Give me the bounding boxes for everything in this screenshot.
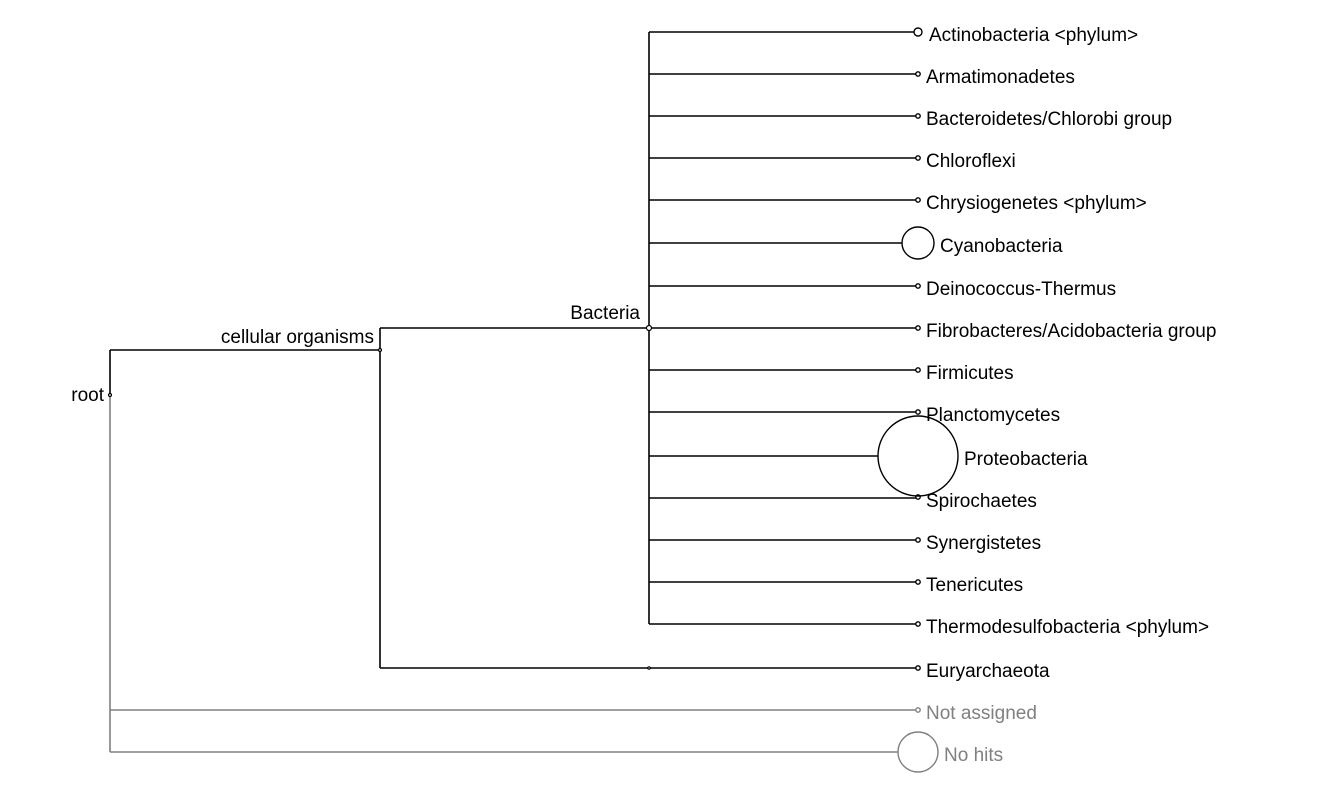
label-chrysiogenetes: Chrysiogenetes <phylum> [926, 193, 1147, 214]
label-firmicutes: Firmicutes [926, 363, 1014, 384]
leaf-nodes [877, 27, 959, 671]
label-actinobacteria: Actinobacteria <phylum> [929, 25, 1138, 46]
tree-labels: root cellular organisms Bacteria Actinob… [71, 25, 1216, 682]
node-root[interactable] [107, 392, 113, 398]
label-bacteroidetes: Bacteroidetes/Chlorobi group [926, 109, 1172, 130]
node-not-assigned[interactable] [915, 707, 921, 713]
label-thermodesulfobacteria: Thermodesulfobacteria <phylum> [926, 617, 1209, 638]
node-cellular-organisms[interactable] [377, 347, 383, 353]
label-cyanobacteria: Cyanobacteria [940, 236, 1063, 257]
internal-nodes [107, 324, 653, 670]
label-proteobacteria: Proteobacteria [964, 449, 1088, 470]
node-euryarchaeota[interactable] [915, 665, 921, 671]
label-root: root [71, 385, 104, 406]
label-bacteria: Bacteria [570, 303, 640, 324]
label-euryarchaeota: Euryarchaeota [926, 661, 1050, 682]
label-not-assigned: Not assigned [926, 703, 1037, 724]
node-deinococcus[interactable] [915, 283, 921, 289]
label-synergistetes: Synergistetes [926, 533, 1041, 554]
node-bacteroidetes[interactable] [915, 113, 921, 119]
node-cyanobacteria[interactable] [901, 226, 935, 260]
label-no-hits: No hits [944, 745, 1003, 766]
label-chloroflexi: Chloroflexi [926, 151, 1016, 172]
node-euryarchaeota-internal [647, 666, 651, 670]
tree-edges [109, 31, 918, 669]
node-no-hits[interactable] [897, 731, 939, 773]
node-chloroflexi[interactable] [915, 155, 921, 161]
node-synergistetes[interactable] [915, 537, 921, 543]
tree-edges-unassigned [109, 395, 918, 753]
label-fibrobacteres: Fibrobacteres/Acidobacteria group [926, 321, 1216, 342]
node-proteobacteria[interactable] [877, 415, 959, 497]
node-tenericutes[interactable] [915, 579, 921, 585]
node-actinobacteria[interactable] [913, 27, 923, 37]
label-deinococcus: Deinococcus-Thermus [926, 279, 1116, 300]
node-fibrobacteres[interactable] [915, 325, 921, 331]
node-firmicutes[interactable] [915, 367, 921, 373]
node-chrysiogenetes[interactable] [915, 197, 921, 203]
tree-labels-unassigned: Not assigned No hits [926, 703, 1037, 766]
label-tenericutes: Tenericutes [926, 575, 1023, 596]
label-planctomycetes: Planctomycetes [926, 405, 1060, 426]
label-cellular-organisms: cellular organisms [221, 327, 374, 348]
node-bacteria[interactable] [645, 324, 653, 332]
label-armatimonadetes: Armatimonadetes [926, 67, 1075, 88]
node-planctomycetes[interactable] [915, 409, 921, 415]
node-thermodesulfobacteria[interactable] [915, 621, 921, 627]
unassigned-leaf-nodes [897, 707, 939, 773]
label-spirochaetes: Spirochaetes [926, 491, 1037, 512]
node-armatimonadetes[interactable] [915, 71, 921, 77]
